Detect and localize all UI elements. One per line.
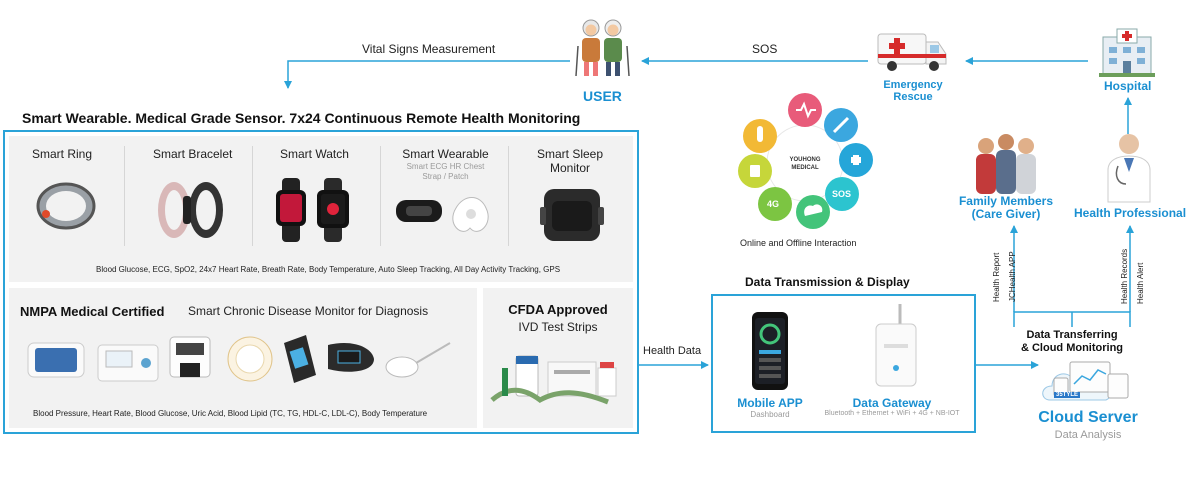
- user-label: USER: [583, 88, 622, 104]
- cloud-brand-tag: 35TYLE: [1054, 392, 1081, 398]
- professional-label: Health Professional: [1074, 206, 1187, 220]
- chronic-metrics: Blood Pressure, Heart Rate, Blood Glucos…: [33, 409, 428, 418]
- mobile-phone-icon: [752, 312, 788, 390]
- cfda-title: CFDA Approved: [508, 302, 608, 317]
- gateway-sub: Bluetooth + Ethernet + WiFi + 4G + NB-IO…: [824, 410, 960, 417]
- family-label: Family Members (Care Giver): [958, 194, 1054, 221]
- chronic-title: Smart Chronic Disease Monitor for Diagno…: [188, 304, 429, 318]
- cloud-server-icon: [1042, 361, 1129, 401]
- transmission-frame: [711, 294, 976, 433]
- wearable-label-watch: Smart Watch: [280, 147, 349, 161]
- wearables-headline: Smart Wearable. Medical Grade Sensor. 7x…: [22, 110, 581, 126]
- cloud-server-title: Cloud Server: [1038, 409, 1138, 426]
- mobile-app-sub: Dashboard: [750, 410, 790, 419]
- wearables-metrics: Blood Glucose, ECG, SpO2, 24x7 Heart Rat…: [96, 265, 561, 274]
- cloud-server-sub: Data Analysis: [1054, 429, 1122, 441]
- hub-sos-text: SOS: [832, 189, 852, 199]
- network-icon: [758, 187, 792, 221]
- wearable-label-ring: Smart Ring: [32, 147, 93, 161]
- cfda-sub: IVD Test Strips: [518, 320, 598, 334]
- gateway-title: Data Gateway: [852, 396, 932, 410]
- doctor-icon: [1107, 134, 1151, 203]
- vital-signs-label: Vital Signs Measurement: [362, 42, 496, 56]
- interaction-hub: [738, 93, 873, 229]
- transmission-title: Data Transmission & Display: [745, 275, 910, 289]
- wearable-label-sleep: Smart Sleep Monitor: [536, 147, 604, 175]
- health-data-label: Health Data: [643, 345, 702, 357]
- sos-icon: [825, 177, 859, 211]
- ambulance-icon: [877, 33, 947, 71]
- elderly-couple-icon: [575, 19, 630, 77]
- emergency-rescue-label: Emergency Rescue: [883, 79, 943, 103]
- ecg-chest-strap-icon: [396, 197, 489, 232]
- hub-4g-text: 4G: [767, 199, 780, 209]
- devices-frame: [3, 130, 639, 434]
- family-members-icon: [976, 134, 1036, 194]
- wearable-label-bracelet: Smart Bracelet: [153, 147, 233, 161]
- test-strips-icon: [490, 355, 617, 405]
- hospital-icon: [1099, 28, 1155, 77]
- mobile-app-title: Mobile APP: [737, 396, 803, 410]
- arrow-user-to-wearables: [284, 60, 570, 89]
- cfda-panel: [483, 288, 633, 428]
- hospital-label: Hospital: [1104, 79, 1152, 93]
- hub-center-label: YOUHONG MEDICAL: [789, 157, 821, 171]
- nmpa-cert-label: NMPA Medical Certified: [20, 304, 165, 319]
- sos-label: SOS: [752, 42, 778, 56]
- smart-ring-icon: [36, 182, 96, 230]
- jch-app-label: JCHealth APP: [1008, 251, 1017, 302]
- health-records-label: Health Records: [1120, 248, 1129, 304]
- health-alert-label: Health Alert: [1136, 262, 1145, 304]
- smart-watch-icon: [276, 178, 349, 242]
- sleep-monitor-icon: [540, 189, 604, 241]
- chronic-devices-icon: [27, 335, 451, 383]
- data-gateway-icon: [875, 304, 917, 387]
- smart-bracelet-icon: [158, 182, 223, 238]
- data-transfer-label: Data Transferring & Cloud Monitoring: [1020, 329, 1124, 354]
- health-report-label: Health Report: [992, 252, 1001, 302]
- wearable-label-chest: Smart Wearable Smart ECG HR Chest Strap …: [402, 147, 489, 181]
- hub-caption: Online and Offline Interaction: [740, 238, 857, 248]
